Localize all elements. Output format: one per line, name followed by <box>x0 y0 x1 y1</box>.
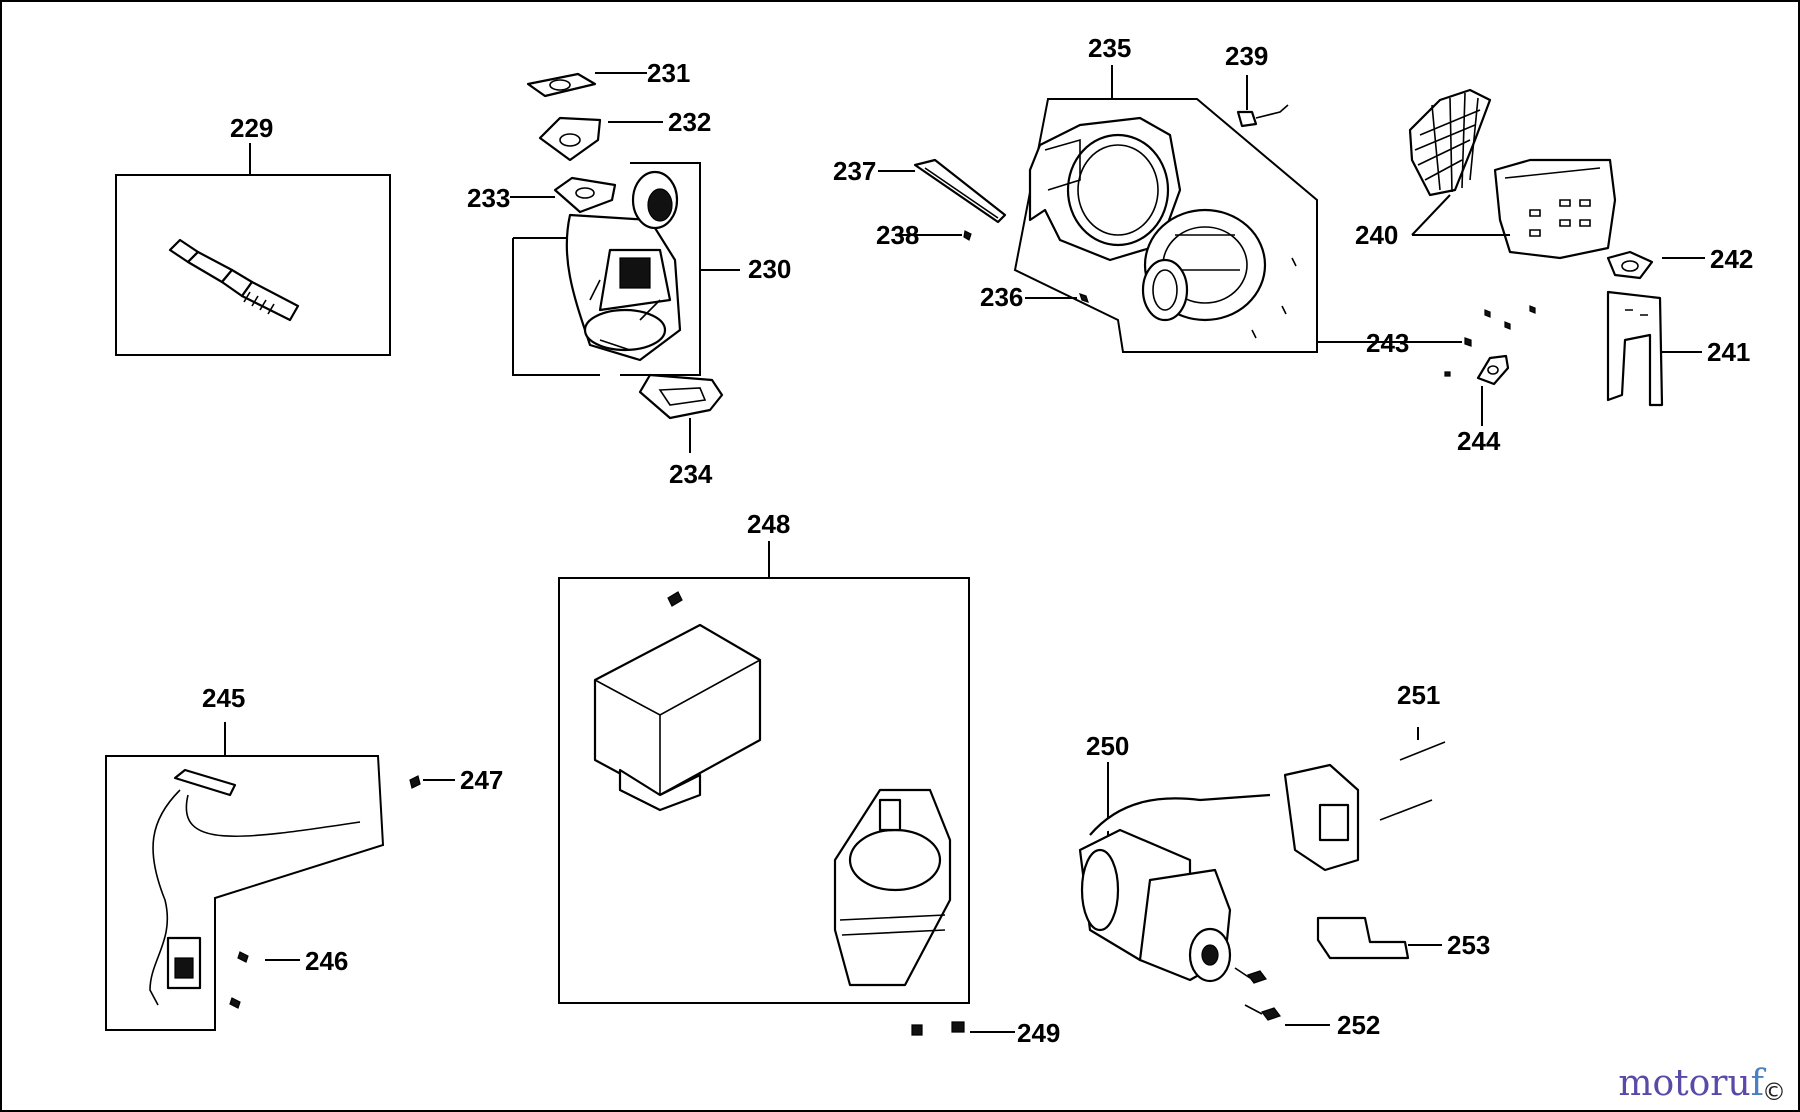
part-242-gasket[interactable] <box>1606 250 1705 280</box>
callout-250: 250 <box>1086 731 1129 761</box>
part-235-blower-housing[interactable] <box>1013 65 1318 353</box>
callout-247: 247 <box>460 765 503 795</box>
part-232-plate[interactable] <box>538 116 663 162</box>
callout-229: 229 <box>230 113 273 143</box>
callout-243: 243 <box>1366 328 1409 358</box>
callout-240: 240 <box>1355 220 1398 250</box>
part-245-ignition-coil[interactable] <box>105 722 385 1031</box>
callout-233: 233 <box>467 183 510 213</box>
callout-245: 245 <box>202 683 245 713</box>
part-241-bracket[interactable] <box>1606 290 1702 407</box>
callout-252: 252 <box>1337 1010 1380 1040</box>
part-253-bracket[interactable] <box>1316 916 1442 960</box>
watermark-main: motoru <box>1618 1063 1751 1104</box>
callout-231: 231 <box>647 58 690 88</box>
callout-244: 244 <box>1457 426 1501 456</box>
part-236-screw[interactable] <box>1025 293 1089 303</box>
part-231-gasket[interactable] <box>526 72 647 98</box>
part-229-spark-plug[interactable] <box>115 143 391 356</box>
callout-236: 236 <box>980 282 1023 312</box>
watermark-logo: motoruf <box>1618 1063 1764 1104</box>
part-234-gasket[interactable] <box>638 373 724 453</box>
part-248-air-filter[interactable] <box>558 541 970 1004</box>
callout-251: 251 <box>1397 680 1440 710</box>
part-247-screw[interactable] <box>409 775 455 789</box>
callout-241: 241 <box>1707 337 1750 367</box>
callout-253: 253 <box>1447 930 1490 960</box>
callout-239: 239 <box>1225 41 1268 71</box>
part-238-screw[interactable] <box>895 230 972 241</box>
part-244-gasket[interactable] <box>1476 354 1510 426</box>
part-243-nuts[interactable] <box>1318 305 1536 377</box>
part-249-nuts[interactable] <box>911 1021 1015 1036</box>
watermark-accent: f <box>1750 1063 1764 1104</box>
callout-246: 246 <box>305 946 348 976</box>
callout-242: 242 <box>1710 244 1753 274</box>
part-252-nuts[interactable] <box>1234 967 1330 1026</box>
part-251-bolt[interactable] <box>1379 727 1446 821</box>
callout-248: 248 <box>747 509 790 539</box>
callout-238: 238 <box>876 220 919 250</box>
part-233-gasket[interactable] <box>510 176 617 214</box>
copyright-mark: © <box>1762 1078 1786 1106</box>
part-250-starter-motor[interactable] <box>1078 762 1360 983</box>
callout-232: 232 <box>668 107 711 137</box>
callout-249: 249 <box>1017 1018 1060 1048</box>
part-237-cover[interactable] <box>878 158 1007 224</box>
callout-237: 237 <box>833 156 876 186</box>
part-240-muffler-guard[interactable] <box>1408 88 1617 260</box>
callout-234: 234 <box>669 459 713 489</box>
callout-230: 230 <box>748 254 791 284</box>
part-246-screws[interactable] <box>229 951 300 1009</box>
callout-235: 235 <box>1088 33 1131 63</box>
part-239-clip[interactable] <box>1236 75 1289 128</box>
part-230-carburetor[interactable] <box>512 162 740 376</box>
